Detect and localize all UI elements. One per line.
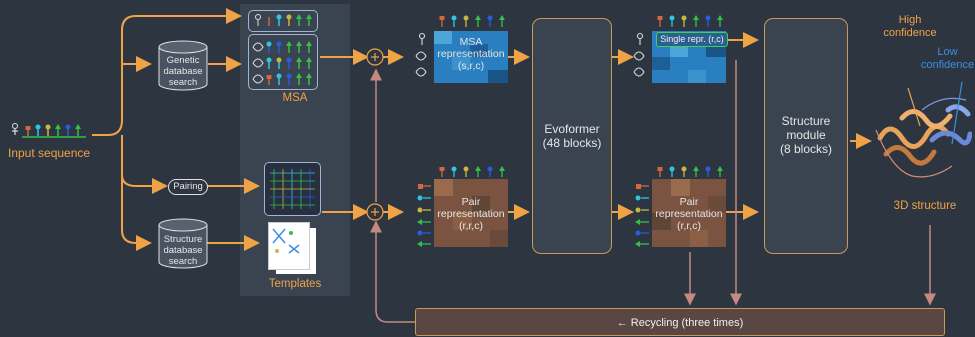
input-sequence-label: Input sequence bbox=[8, 146, 91, 160]
msa-representation-block bbox=[415, 15, 508, 83]
msa-query-box bbox=[248, 10, 318, 32]
input-sequence-glyphs bbox=[12, 123, 86, 138]
evoformer-label: Evoformer(48 blocks) bbox=[542, 122, 602, 150]
genetic-database-cylinder bbox=[158, 40, 208, 91]
msa-query-glyphs bbox=[255, 14, 312, 26]
msa-box bbox=[248, 34, 318, 90]
3d-structure-label: 3D structure bbox=[893, 200, 957, 212]
template-pair-matrix bbox=[264, 162, 321, 216]
evoformer-block bbox=[532, 18, 612, 254]
structure-database-cylinder bbox=[158, 218, 208, 269]
recycling-bar: ← Recycling (three times) bbox=[415, 308, 945, 336]
templates-label: Templates bbox=[268, 278, 322, 290]
pair-representation-block bbox=[417, 166, 508, 247]
template-page-front bbox=[268, 222, 310, 270]
pair-representation-output-block bbox=[635, 166, 726, 247]
template-structure-glyph bbox=[272, 228, 300, 254]
pairing-label: Pairing bbox=[168, 179, 208, 195]
structure-module-block bbox=[764, 18, 848, 254]
protein-3d-structure bbox=[875, 81, 972, 178]
single-representation-label: Single repr. (r,c) bbox=[656, 32, 728, 47]
single-representation-block bbox=[633, 15, 726, 83]
msa-glyphs bbox=[252, 41, 312, 85]
msa-label: MSA bbox=[282, 92, 308, 104]
template-pair-grid bbox=[270, 169, 315, 209]
